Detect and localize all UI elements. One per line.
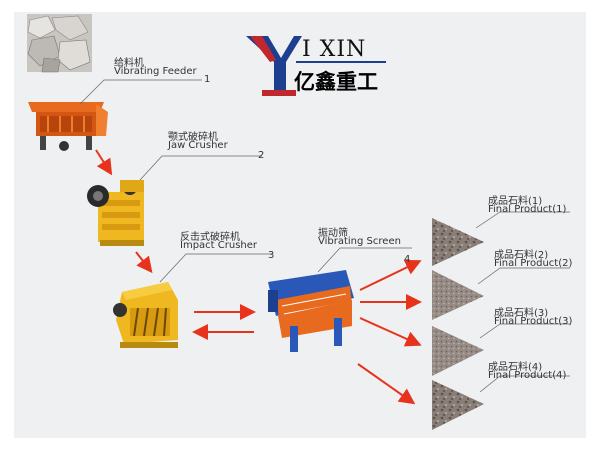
final-product-pile-3 — [432, 326, 484, 376]
leader-line-product-1 — [475, 211, 570, 229]
logo-mark — [246, 36, 386, 96]
feeder-label-en: Vibrating Feeder — [114, 66, 197, 77]
impact-crusher-step-number: 3 — [268, 250, 275, 261]
brand-name-cn: 亿鑫重工 — [294, 70, 378, 94]
jaw-crusher-label-en: Jaw Crusher — [168, 140, 228, 151]
product-2-label-cn: 成品石料(2) — [494, 250, 549, 261]
leader-line-screen — [317, 247, 412, 273]
arrow-jaw-to-impact — [135, 251, 153, 274]
screen-label-cn: 振动筛 — [318, 228, 348, 239]
raw-stone-image — [27, 14, 92, 73]
final-product-pile-1 — [432, 218, 484, 266]
leader-line-product-2 — [477, 267, 570, 285]
vibrating-screen-machine — [268, 270, 354, 352]
brand-name-en: I XIN — [302, 37, 367, 62]
product-3-label-en: Final Product(3) — [494, 316, 573, 327]
impact-crusher-label-en: Impact Crusher — [180, 240, 258, 251]
arrow-feeder-to-jaw — [95, 149, 113, 176]
product-4-label-en: Final Product(4) — [488, 370, 567, 381]
product-4-label-cn: 成品石料(4) — [488, 362, 543, 373]
final-product-pile-2 — [432, 270, 484, 320]
vibrating-feeder-machine — [28, 102, 108, 151]
flow-arrows — [95, 149, 422, 405]
product-2-label-en: Final Product(2) — [494, 258, 573, 269]
product-1-label-en: Final Product(1) — [488, 204, 567, 215]
leader-line-feeder — [79, 79, 202, 105]
leader-line-product-4 — [479, 375, 570, 393]
leader-line-product-3 — [479, 323, 570, 339]
leader-line-impact — [159, 253, 272, 283]
feeder-label-cn: 给料机 — [114, 58, 144, 69]
jaw-crusher-machine — [87, 180, 144, 246]
feeder-step-number: 1 — [204, 74, 211, 85]
product-3-label-cn: 成品石料(3) — [494, 308, 549, 319]
impact-crusher-label-cn: 反击式破碎机 — [180, 232, 240, 243]
jaw-crusher-step-number: 2 — [258, 150, 265, 161]
leader-lines — [79, 79, 570, 393]
jaw-crusher-label-cn: 颚式破碎机 — [168, 132, 218, 143]
screen-label-en: Vibrating Screen — [318, 236, 401, 247]
impact-crusher-machine — [113, 282, 178, 348]
leader-line-jaw — [139, 155, 262, 181]
final-product-pile-4 — [432, 380, 484, 430]
arrow-screen-to-product-4 — [357, 363, 416, 405]
arrow-screen-to-product-1 — [359, 260, 422, 291]
arrow-screen-to-product-3 — [359, 317, 422, 347]
product-1-label-cn: 成品石料(1) — [488, 196, 543, 207]
screen-step-number: 4 — [404, 254, 411, 265]
